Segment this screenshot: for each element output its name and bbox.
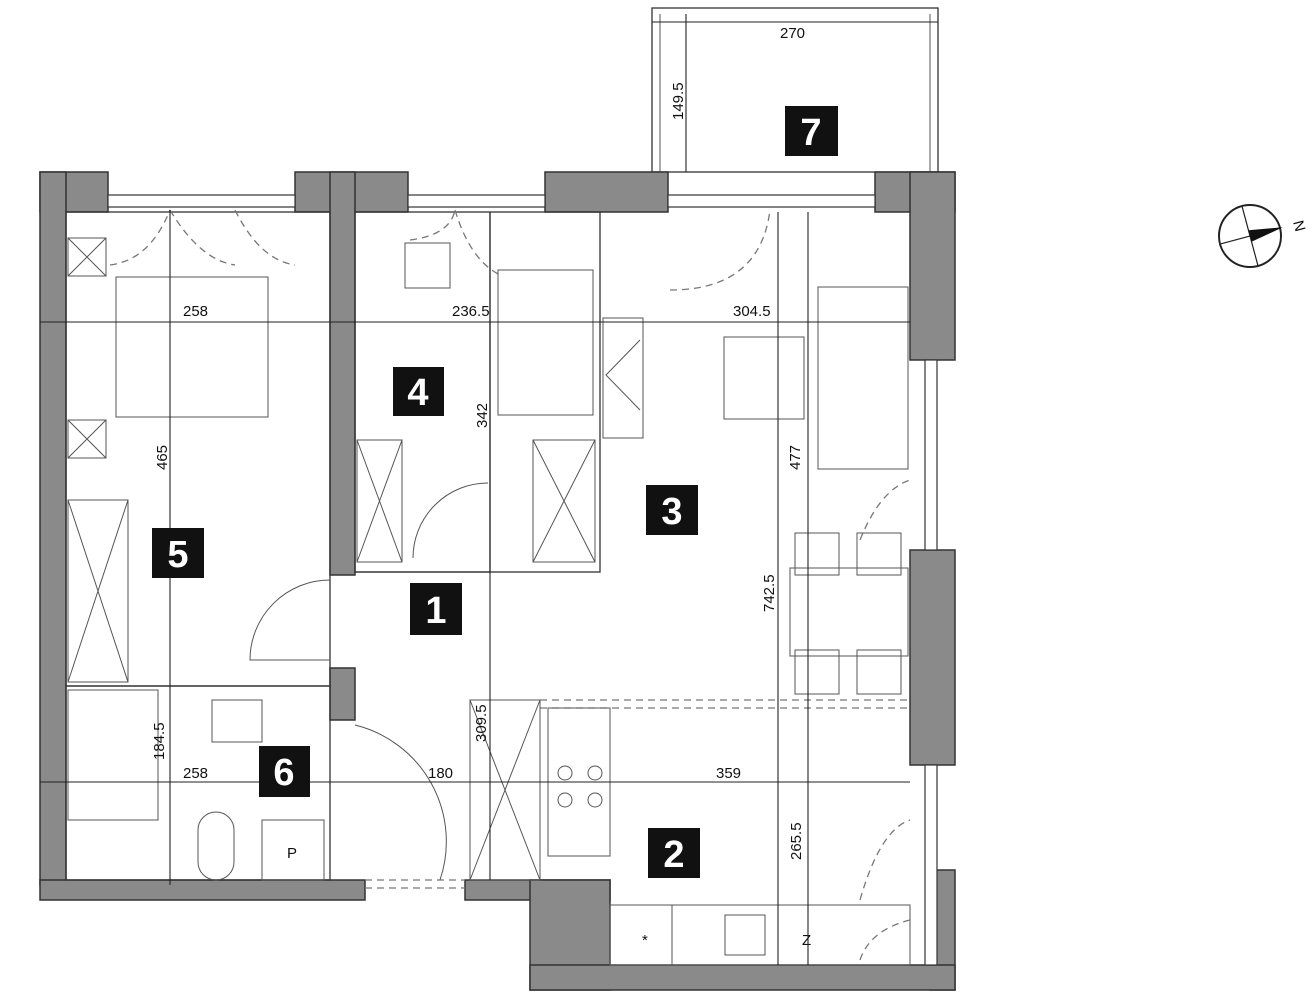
dim-room4-width: 236.5 [452, 303, 490, 320]
boiler-symbol: P [287, 845, 297, 862]
dim-room3-width: 304.5 [733, 303, 771, 320]
dim-kitchen-length: 265.5 [788, 822, 805, 860]
dim-kitchen-width: 359 [716, 765, 741, 782]
room-label-1: 1 [410, 583, 462, 635]
dimension-lines [40, 14, 938, 965]
compass-north-label: N [1289, 219, 1308, 234]
furniture: * Z P [67, 209, 911, 966]
room-label-5: 5 [152, 528, 204, 578]
dim-room6-length: 184.5 [151, 722, 168, 760]
room-labels: 7 4 5 3 1 6 2 [152, 106, 838, 878]
svg-text:5: 5 [167, 534, 188, 576]
dim-room6-width: 258 [183, 765, 208, 782]
dimension-labels: 270 149.5 258 236.5 304.5 465 342 477 74… [151, 25, 805, 860]
room-label-3: 3 [646, 485, 698, 535]
dim-hall-length: 309.5 [473, 704, 490, 742]
balcony [651, 7, 939, 173]
dim-living-total: 742.5 [761, 574, 778, 612]
hob-symbol: * [642, 932, 648, 949]
fridge-symbol: Z [802, 932, 811, 949]
dim-room3-length: 477 [787, 445, 804, 470]
dim-balcony-depth: 149.5 [670, 82, 687, 120]
windows [107, 194, 938, 966]
svg-text:2: 2 [663, 834, 684, 876]
compass-icon: N [1218, 204, 1308, 268]
room-label-6: 6 [259, 746, 310, 797]
dim-room4-length: 342 [474, 403, 491, 428]
svg-text:4: 4 [407, 372, 428, 414]
room-label-4: 4 [393, 367, 444, 416]
dim-balcony-width: 270 [780, 25, 805, 42]
svg-text:6: 6 [273, 752, 294, 794]
room-label-7: 7 [785, 106, 838, 156]
svg-text:3: 3 [661, 491, 682, 533]
dim-room5-width: 258 [183, 303, 208, 320]
svg-text:1: 1 [425, 590, 446, 632]
svg-text:7: 7 [800, 112, 821, 154]
room-label-2: 2 [648, 828, 700, 878]
dim-hall-width: 180 [428, 765, 453, 782]
dim-room5-length: 465 [154, 445, 171, 470]
